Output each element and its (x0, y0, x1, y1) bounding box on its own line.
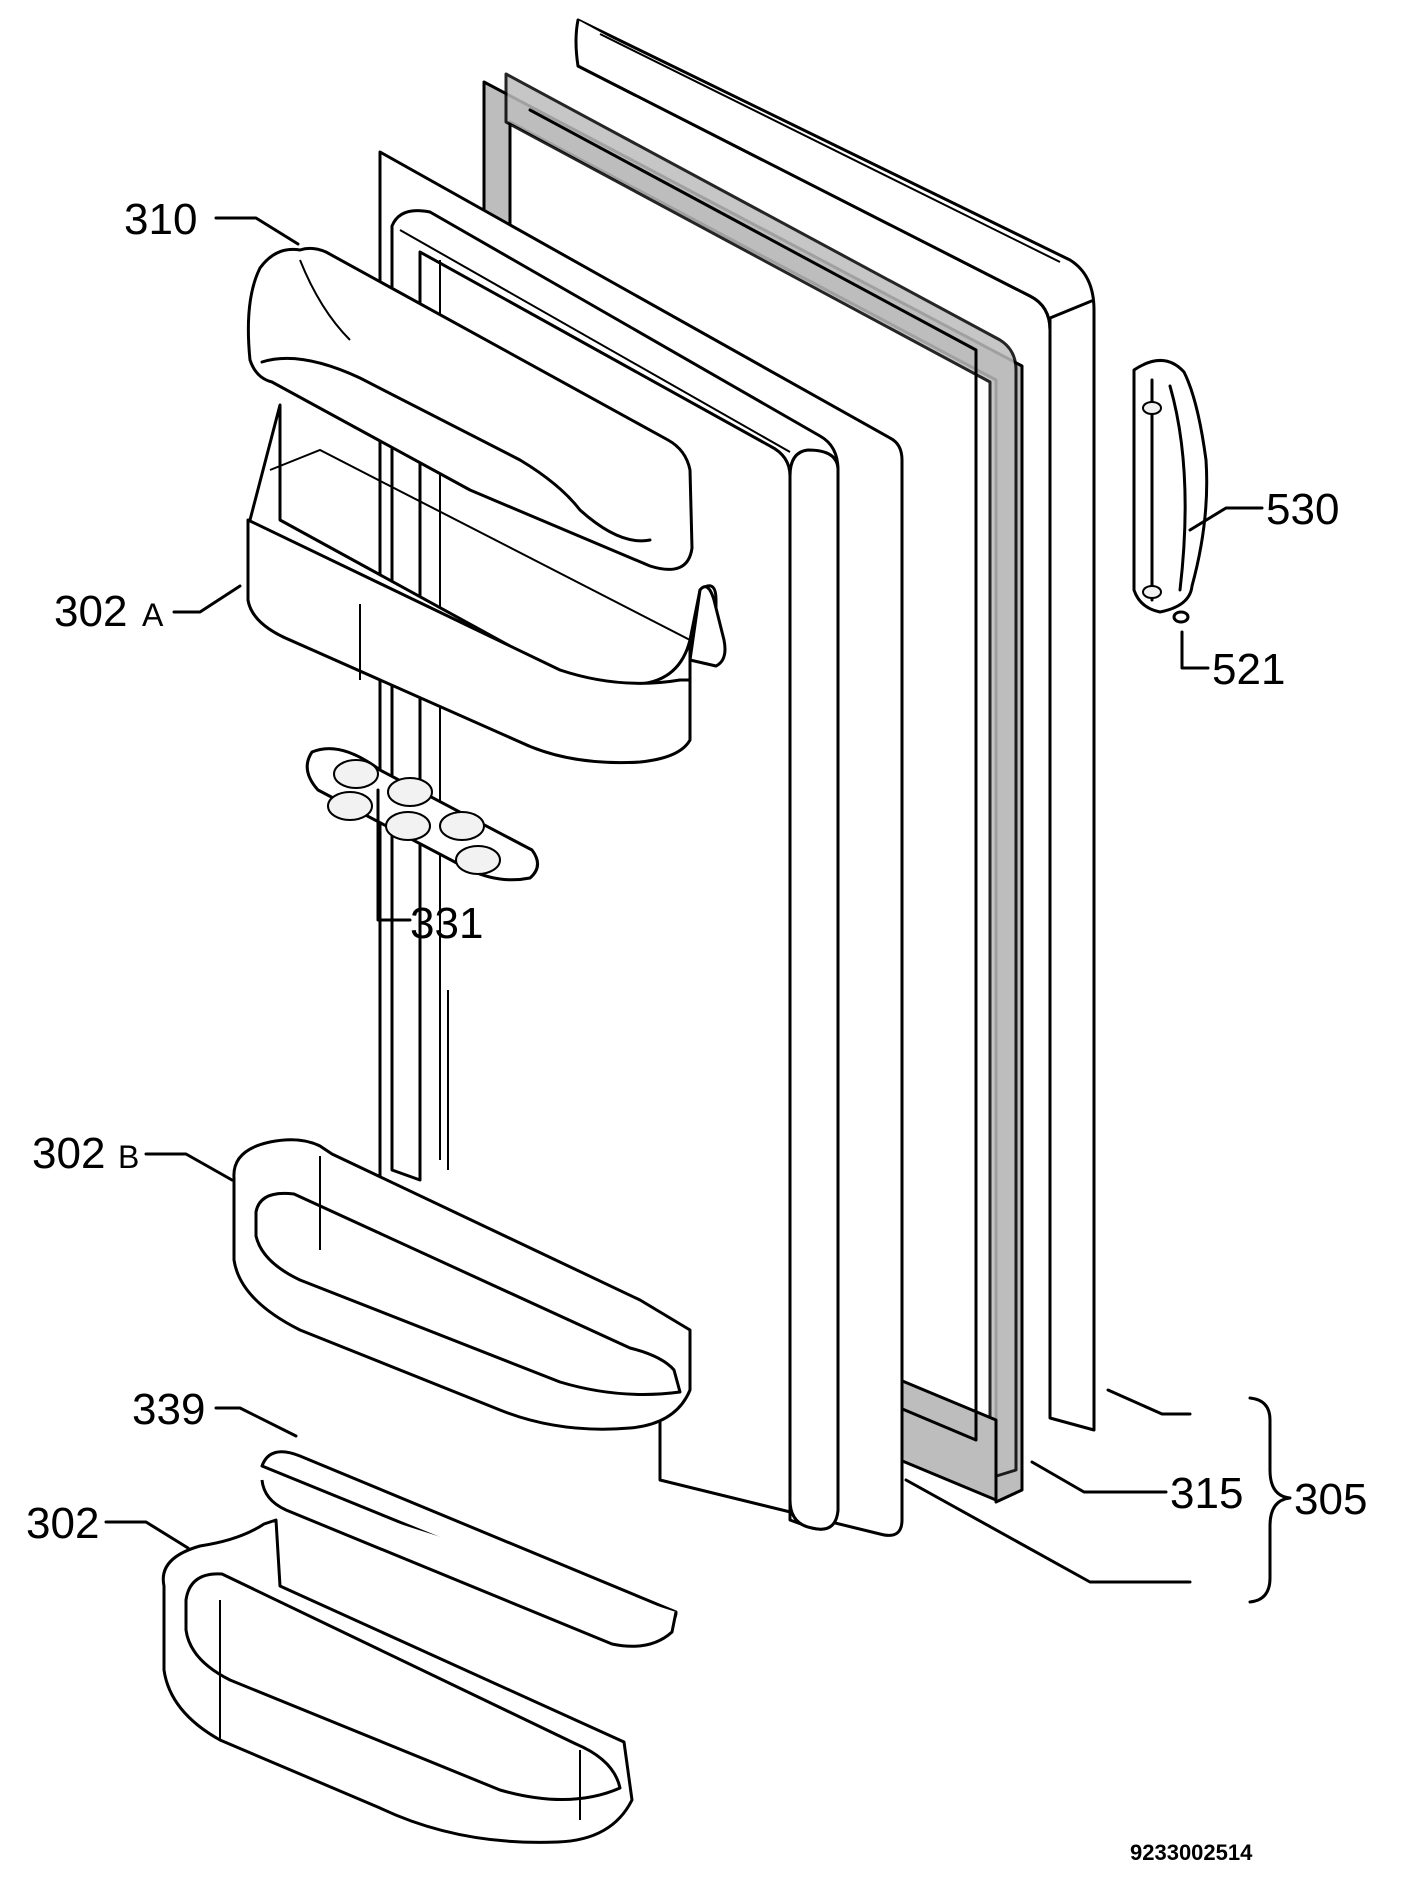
drawing-code: 9233002514 (1130, 1840, 1253, 1865)
label-302B-suffix: B (118, 1139, 139, 1175)
label-302: 302 (26, 1499, 99, 1548)
label-331: 331 (410, 899, 483, 948)
label-315: 315 (1170, 1469, 1243, 1518)
screw-cap-521 (1172, 610, 1190, 624)
brace-305 (1248, 1396, 1292, 1604)
label-339: 339 (132, 1385, 205, 1434)
shelf-302A (246, 403, 727, 765)
shelf-310-lid (246, 246, 694, 571)
label-302A: 302 (54, 587, 127, 636)
leader-lines (104, 216, 1264, 1584)
label-302A-suffix: A (142, 597, 164, 633)
outer-door-panel (574, 18, 1096, 1432)
label-530: 530 (1266, 485, 1339, 534)
door-gasket (482, 72, 1024, 1504)
label-310: 310 (124, 195, 197, 244)
egg-tray-331 (305, 747, 539, 882)
shelf-302B (232, 1138, 692, 1431)
label-305: 305 (1294, 1475, 1367, 1524)
door-handle-530 (1132, 359, 1209, 614)
shelf-302-bottom (161, 1518, 634, 1844)
label-521: 521 (1212, 645, 1285, 694)
bottle-rack-339 (260, 1450, 678, 1648)
label-302B: 302 (32, 1129, 105, 1178)
